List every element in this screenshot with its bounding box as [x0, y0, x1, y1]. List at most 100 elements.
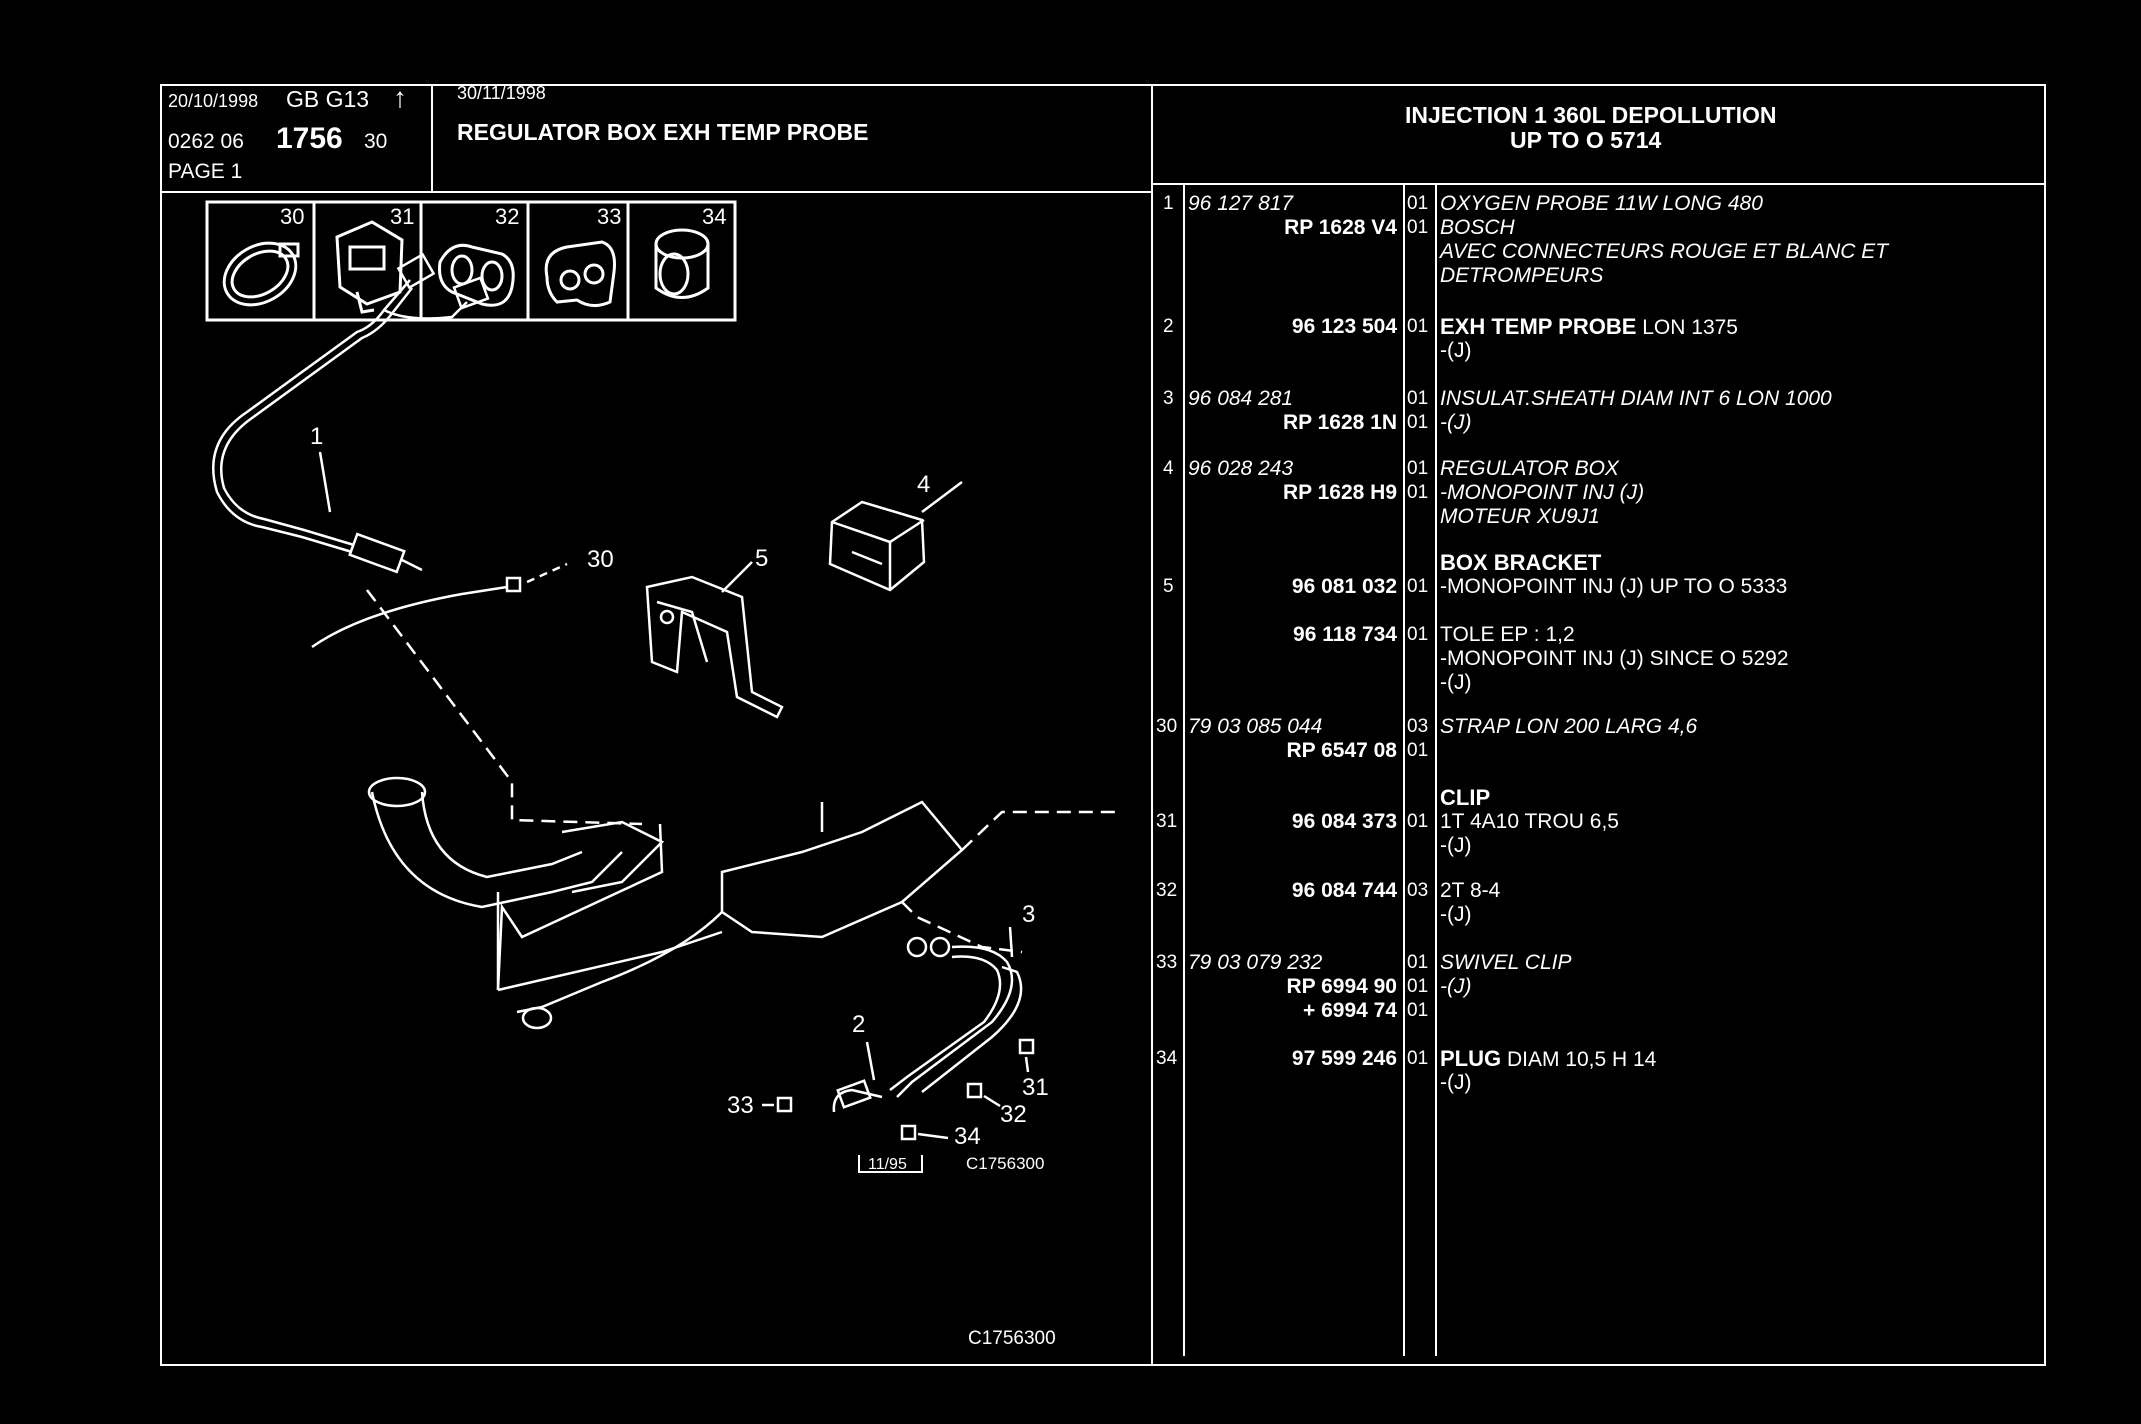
part-quantity: 01 — [1407, 388, 1429, 409]
callout-3: 3 — [1022, 901, 1035, 928]
callout-5: 5 — [755, 545, 768, 572]
part-description-text: -(J) — [1440, 975, 1472, 998]
thumb-label-32: 32 — [495, 204, 519, 229]
section-title-line2: UP TO O 5714 — [1510, 127, 1662, 153]
part-description-text: -(J) — [1440, 339, 1472, 362]
part-description: TOLE EP : 1,2 — [1440, 624, 1575, 645]
part-description: -MONOPOINT INJ (J) — [1440, 482, 1644, 503]
part-ref-number: 34 — [1156, 1048, 1178, 1069]
part-quantity: 01 — [1407, 482, 1429, 503]
part-description-text: -(J) — [1440, 834, 1472, 857]
part-quantity: 01 — [1407, 1048, 1429, 1069]
part-quantity: 01 — [1407, 811, 1429, 832]
part-description: PLUG DIAM 10,5 H 14 — [1440, 1046, 1656, 1071]
column-rn-divider — [1183, 184, 1185, 1356]
part-description: MOTEUR XU9J1 — [1440, 506, 1600, 527]
part-quantity: 01 — [1407, 217, 1429, 238]
main-divider — [1151, 84, 1153, 1366]
strap-icon — [222, 241, 300, 307]
header-date2: 30/11/1998 — [457, 83, 546, 103]
callout-32: 32 — [1000, 1101, 1027, 1128]
part-description: STRAP LON 200 LARG 4,6 — [1440, 716, 1697, 737]
part-description-text: -(J) — [1440, 903, 1472, 926]
part-ref-number: 2 — [1163, 316, 1174, 337]
column-pn-divider — [1403, 184, 1405, 1356]
part-description: -(J) — [1440, 412, 1471, 433]
part-description: -(J) — [1440, 340, 1471, 361]
oxygen-probe-drawing: 1 — [212, 252, 490, 574]
box-bracket-drawing: 5 — [645, 545, 784, 719]
callout-30-leader: 30 — [311, 546, 614, 649]
part-quantity: 01 — [1407, 740, 1429, 761]
part-ref-number: 31 — [1156, 811, 1178, 832]
part-description-text: DETROMPEURS — [1440, 264, 1604, 287]
parts-diagram: 30 31 32 33 34 — [205, 200, 1122, 1349]
part-description: -(J) — [1440, 672, 1471, 693]
part-ref-number: 5 — [1163, 576, 1174, 597]
part-description-text: -(J) — [1440, 1071, 1472, 1094]
part-number: 79 03 079 232 — [1188, 951, 1323, 974]
part-description: 2T 8-4 — [1440, 880, 1500, 901]
header-code: GB G13 — [286, 86, 370, 112]
header-divider-left — [431, 84, 433, 192]
part-description: INSULAT.SHEATH DIAM INT 6 LON 1000 — [1440, 388, 1832, 409]
part-description: SWIVEL CLIP — [1440, 952, 1572, 973]
part-quantity: 01 — [1407, 316, 1429, 337]
diagram-ref-small: C1756300 — [966, 1154, 1044, 1173]
thumb-label-34: 34 — [702, 204, 726, 229]
part-description-text: AVEC CONNECTEURS ROUGE ET BLANC ET — [1440, 240, 1889, 263]
part-description: -(J) — [1440, 835, 1471, 856]
thumb-label-31: 31 — [390, 204, 414, 229]
part-description-text: -MONOPOINT INJ (J) UP TO O 5333 — [1440, 575, 1788, 598]
swivel-clip-icon — [544, 240, 616, 307]
callout-33: 33 — [727, 1092, 754, 1119]
part-description: BOSCH — [1440, 217, 1515, 238]
regulator-box-drawing: 4 — [828, 471, 963, 592]
part-quantity: 01 — [1407, 576, 1429, 597]
callout-1: 1 — [310, 423, 323, 450]
double-clip-icon — [438, 243, 515, 307]
exhaust-drawing — [366, 589, 1122, 1030]
part-description-text: -(J) — [1440, 671, 1472, 694]
part-number: + 6994 74 — [1302, 999, 1397, 1022]
thumbnail-strip: 30 31 32 33 34 — [205, 200, 737, 322]
part-description: -MONOPOINT INJ (J) SINCE O 5292 — [1440, 648, 1789, 669]
callout-34: 34 — [954, 1123, 981, 1150]
diagram-date: 11/95 — [868, 1156, 907, 1173]
part-description-text: BOSCH — [1440, 216, 1515, 239]
part-description-text: -MONOPOINT INJ (J) — [1440, 481, 1645, 504]
part-description: 1T 4A10 TROU 6,5 — [1440, 811, 1619, 832]
header-ref-suffix: 30 — [364, 130, 388, 153]
header-ref-main: 1756 — [276, 122, 343, 155]
header-ref-prefix: 0262 06 — [168, 130, 244, 153]
part-ref-number: 4 — [1163, 458, 1174, 479]
part-number: 96 127 817 — [1188, 192, 1294, 215]
header-bottom-left — [160, 191, 1152, 193]
part-number: 96 084 744 — [1291, 879, 1397, 902]
part-number: 96 084 281 — [1188, 387, 1294, 410]
thumb-label-33: 33 — [597, 204, 621, 229]
callout-31: 31 — [1022, 1074, 1049, 1101]
part-quantity: 01 — [1407, 976, 1429, 997]
page-title: REGULATOR BOX EXH TEMP PROBE — [457, 119, 869, 145]
part-description: CLIP — [1440, 787, 1490, 809]
part-description: BOX BRACKET — [1440, 552, 1601, 574]
part-description-text: OXYGEN PROBE 11W LONG 480 — [1440, 192, 1763, 215]
part-description: -(J) — [1440, 904, 1471, 925]
part-quantity: 01 — [1407, 624, 1429, 645]
part-ref-number: 32 — [1156, 880, 1178, 901]
part-ref-number: 3 — [1163, 388, 1174, 409]
part-description-name: PLUG — [1440, 1046, 1502, 1071]
part-description-text: REGULATOR BOX — [1440, 457, 1619, 480]
exh-temp-probe-drawing: 3 2 — [832, 901, 1035, 1113]
part-ref-number: 30 — [1156, 716, 1178, 737]
part-number: RP 6994 90 — [1286, 975, 1397, 998]
part-description-text: -MONOPOINT INJ (J) SINCE O 5292 — [1440, 647, 1789, 670]
part-number: 96 028 243 — [1188, 457, 1294, 480]
part-description: REGULATOR BOX — [1440, 458, 1619, 479]
callout-2: 2 — [852, 1011, 865, 1038]
part-number: RP 1628 1N — [1282, 411, 1397, 434]
part-description-text: SWIVEL CLIP — [1440, 951, 1572, 974]
part-number: 96 123 504 — [1291, 315, 1397, 338]
clip-icon — [335, 220, 404, 314]
